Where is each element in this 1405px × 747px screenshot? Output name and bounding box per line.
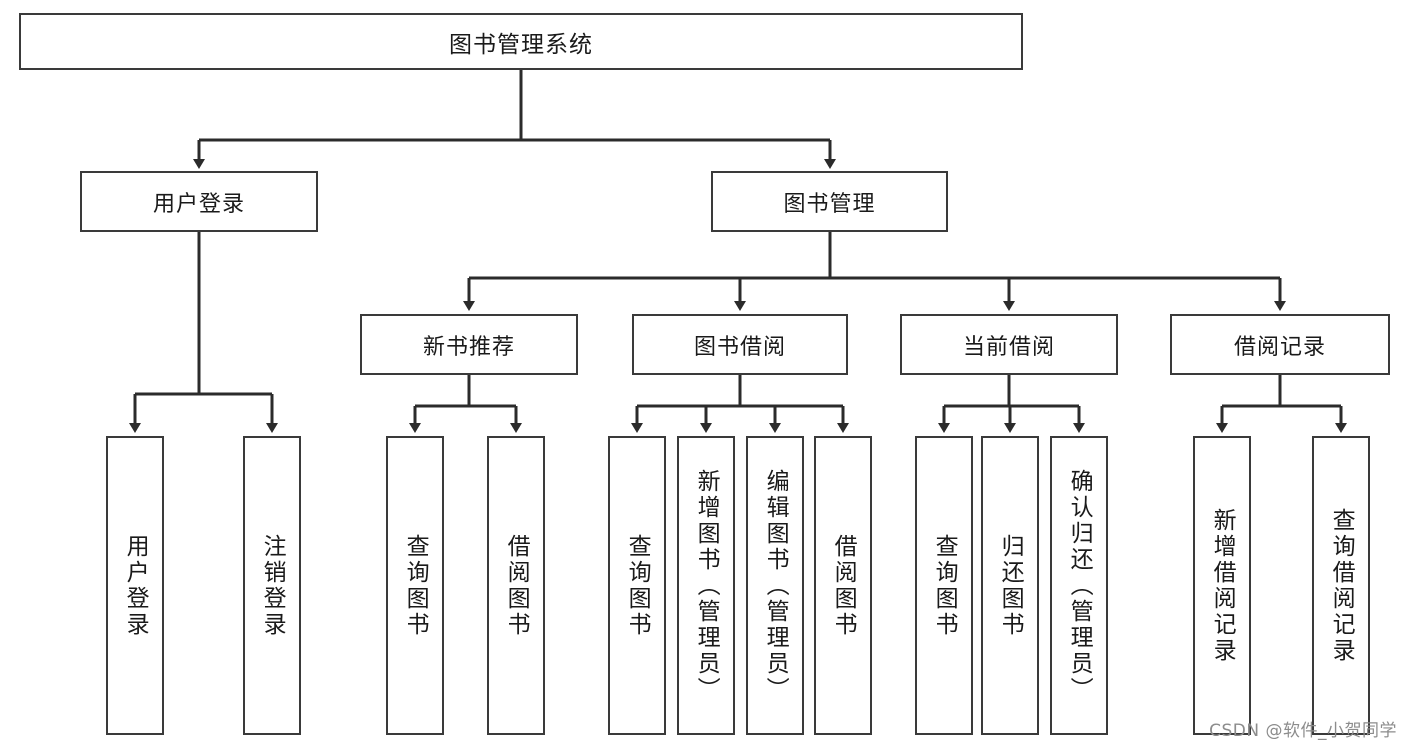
node-leaf-borrow-book-2[interactable]: 借阅图书 [814,436,872,735]
node-current-borrow-label: 当前借阅 [962,334,1055,360]
node-leaf-borrow-book-1-label: 借阅图书 [503,533,530,638]
node-leaf-edit-book-label: 编辑图书（管理员） [762,468,789,703]
node-leaf-query-book-3-label: 查询图书 [931,533,958,638]
node-leaf-edit-book[interactable]: 编辑图书（管理员） [746,436,804,735]
node-borrow-record-label: 借阅记录 [1233,334,1326,360]
node-leaf-query-book-2[interactable]: 查询图书 [608,436,666,735]
node-leaf-confirm-return-label: 确认归还（管理员） [1066,468,1093,703]
node-leaf-return-book-label: 归还图书 [997,533,1024,638]
node-leaf-add-record-label: 新增借阅记录 [1209,507,1236,664]
node-current-borrow[interactable]: 当前借阅 [900,314,1118,375]
node-leaf-query-record-label: 查询借阅记录 [1328,507,1355,664]
node-leaf-query-book-1[interactable]: 查询图书 [386,436,444,735]
node-leaf-user-logout[interactable]: 注销登录 [243,436,301,735]
node-book-management-label: 图书管理 [783,191,876,217]
node-leaf-add-book-label: 新增图书（管理员） [693,468,720,703]
node-leaf-query-book-3[interactable]: 查询图书 [915,436,973,735]
node-user-login-label: 用户登录 [152,191,245,217]
node-root[interactable]: 图书管理系统 [19,13,1023,70]
node-leaf-user-login[interactable]: 用户登录 [106,436,164,735]
node-borrow-record[interactable]: 借阅记录 [1170,314,1390,375]
node-leaf-confirm-return[interactable]: 确认归还（管理员） [1050,436,1108,735]
node-leaf-user-login-label: 用户登录 [122,533,149,638]
node-book-borrow-label: 图书借阅 [693,334,786,360]
node-leaf-return-book[interactable]: 归还图书 [981,436,1039,735]
node-leaf-borrow-book-2-label: 借阅图书 [830,533,857,638]
node-leaf-user-logout-label: 注销登录 [259,533,286,638]
node-leaf-borrow-book-1[interactable]: 借阅图书 [487,436,545,735]
node-new-book-recommend[interactable]: 新书推荐 [360,314,578,375]
node-leaf-query-record[interactable]: 查询借阅记录 [1312,436,1370,735]
node-leaf-query-book-2-label: 查询图书 [624,533,651,638]
node-book-borrow[interactable]: 图书借阅 [632,314,848,375]
node-leaf-add-book[interactable]: 新增图书（管理员） [677,436,735,735]
node-leaf-add-record[interactable]: 新增借阅记录 [1193,436,1251,735]
node-leaf-query-book-1-label: 查询图书 [402,533,429,638]
watermark-text: CSDN @软件_小贺同学 [1209,721,1397,741]
node-user-login[interactable]: 用户登录 [80,171,318,232]
node-new-book-recommend-label: 新书推荐 [422,334,515,360]
node-root-label: 图书管理系统 [449,31,593,58]
node-book-management[interactable]: 图书管理 [711,171,948,232]
